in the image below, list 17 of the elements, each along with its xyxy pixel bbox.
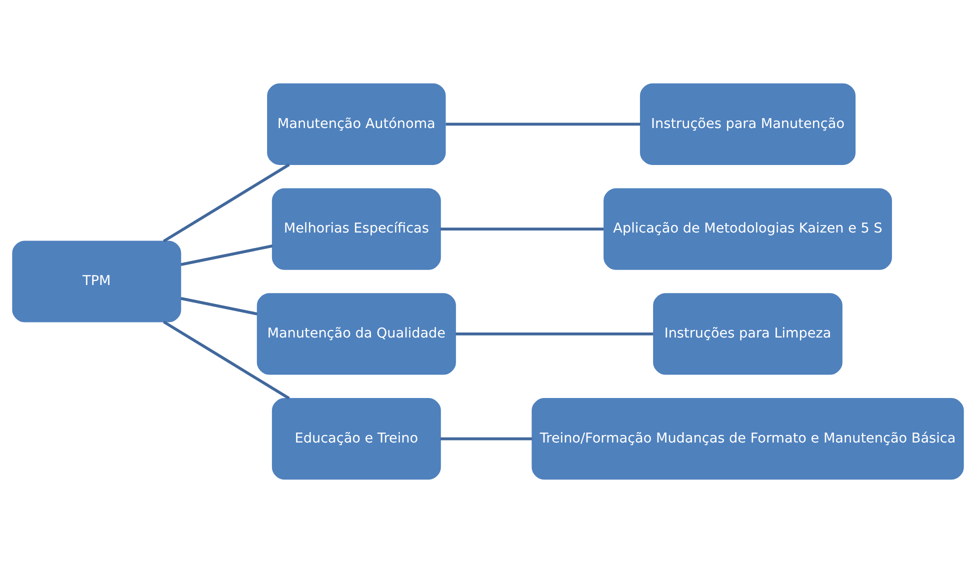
connector [162,162,290,242]
connector [440,436,532,440]
node-box: Treino/Formação Mudanças de Formato e Manutenção Básica [532,398,964,480]
node-box: Educação e Treino [272,398,441,480]
node-box: Melhorias Específicas [272,188,441,270]
node-box: Aplicação de Metodologias Kaizen e 5 S [604,188,892,270]
node-box: Manutenção Autónoma [267,82,446,164]
connector [440,227,604,230]
connector [180,244,273,266]
node-box: Instruções para Manutenção [640,82,856,164]
connector [162,320,290,400]
node-box: TPM [12,240,182,322]
connector [446,122,640,126]
node-box: Instruções para Limpeza [653,292,842,374]
connector [180,296,258,315]
connector [456,332,654,335]
node-box: Manutenção da Qualidade [256,292,456,374]
